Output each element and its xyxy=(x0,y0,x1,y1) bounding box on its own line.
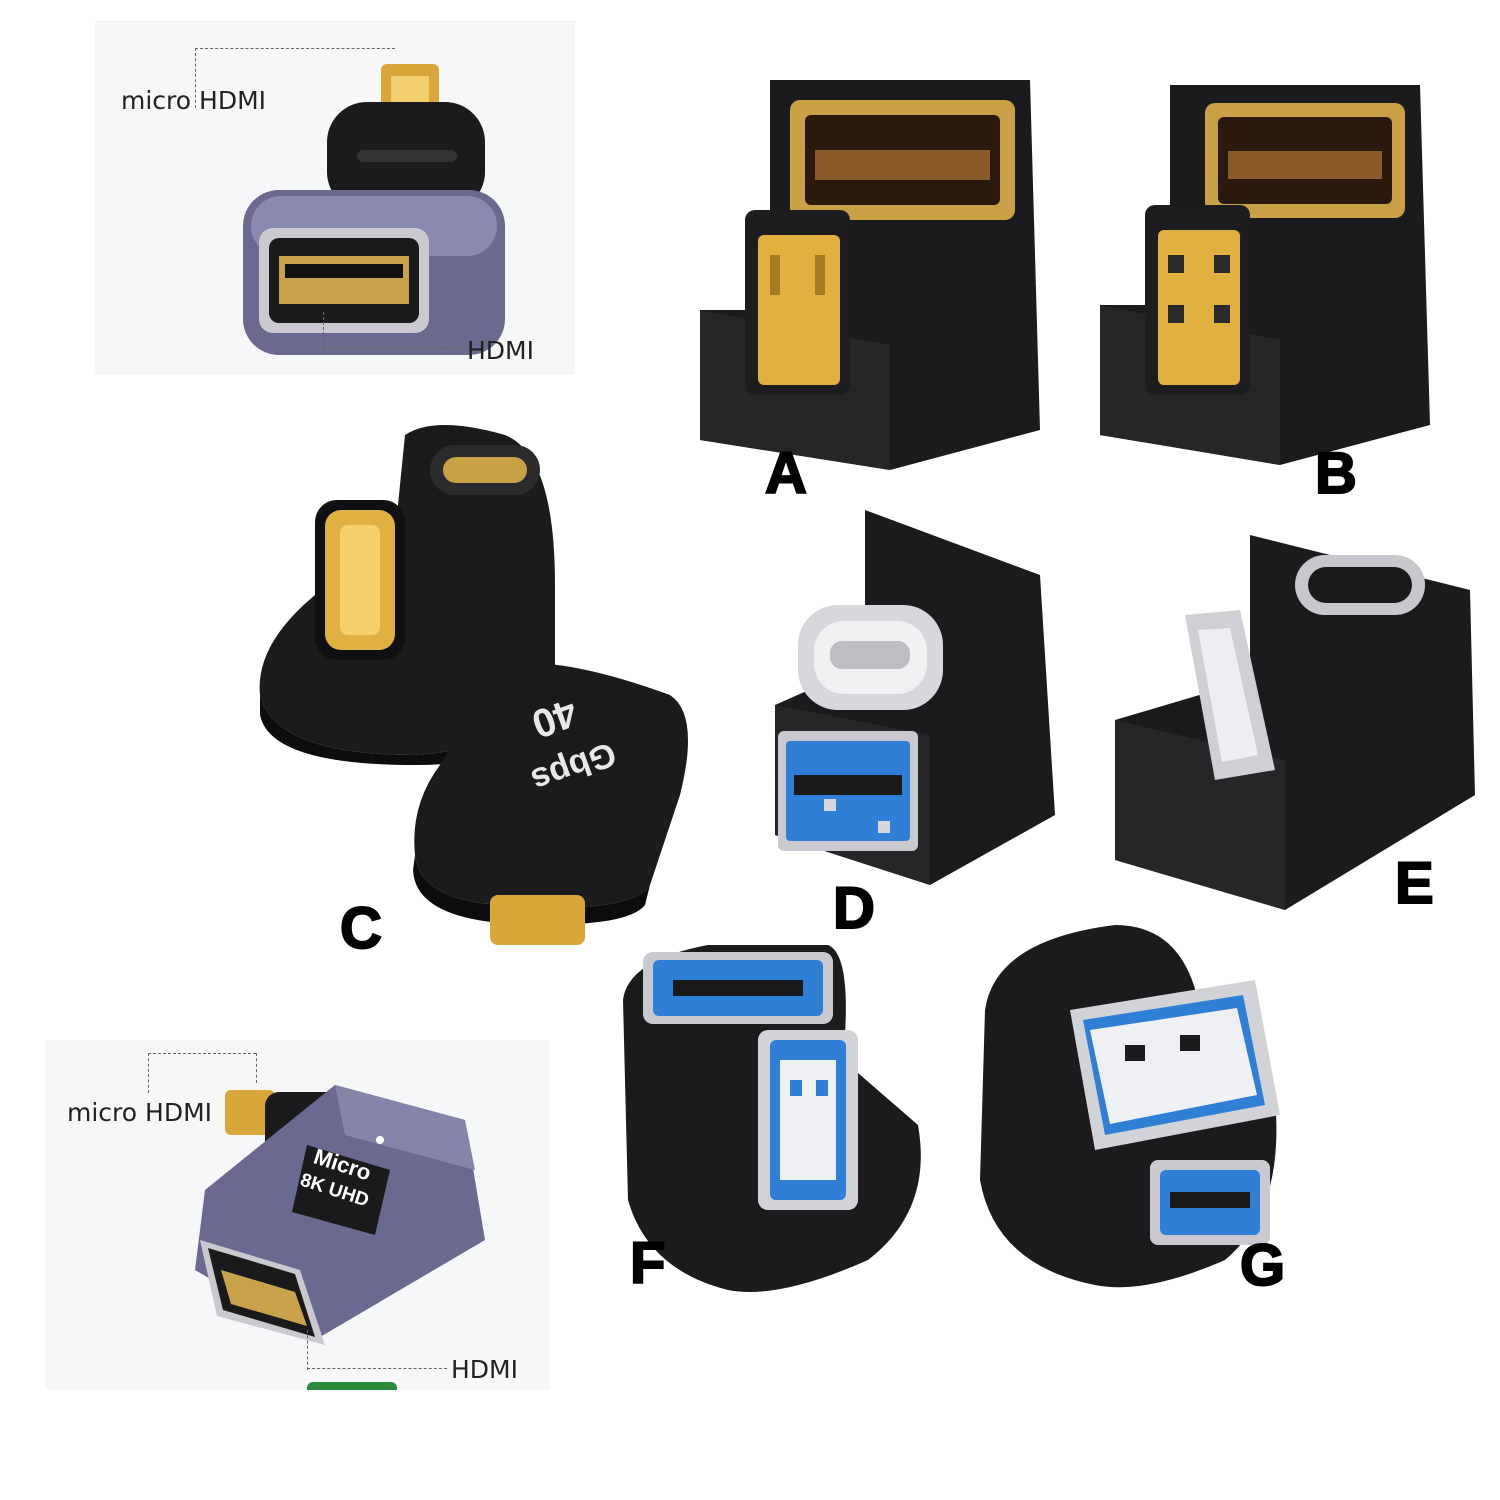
label-b: B xyxy=(1314,441,1358,506)
adapter-f-illustration xyxy=(623,945,921,1292)
adapter-g-illustration xyxy=(980,925,1280,1288)
label-d: D xyxy=(832,876,876,941)
callout-micro-hdmi-bottom: micro HDMI xyxy=(67,1098,213,1127)
adapter-micro-hdmi-top-illustration xyxy=(95,20,575,375)
adapter-c-bottom-view: 40 Gbps xyxy=(410,655,700,955)
adapter-a-illustration xyxy=(700,80,1040,470)
label-a: A xyxy=(764,441,808,506)
label-f: F xyxy=(629,1231,666,1296)
adapter-micro-hdmi-bottom: micro HDMI HDMI Micro 8K UHD xyxy=(45,1040,550,1390)
adapter-d-illustration xyxy=(775,510,1055,885)
green-accent-strip xyxy=(307,1382,397,1390)
adapter-d xyxy=(770,505,1060,890)
adapter-a xyxy=(690,70,1050,480)
label-g: G xyxy=(1239,1233,1286,1298)
adapter-micro-hdmi-top: micro HDMI HDMI xyxy=(95,20,575,375)
adapter-b xyxy=(1090,75,1435,475)
callout-hdmi-top: HDMI xyxy=(467,336,534,365)
adapter-c-top-view xyxy=(255,415,565,765)
adapter-c-bottom-view-illustration xyxy=(413,663,688,945)
adapter-e xyxy=(1110,530,1480,915)
label-c: C xyxy=(339,896,383,961)
callout-hdmi-bottom: HDMI xyxy=(451,1355,518,1384)
adapter-b-illustration xyxy=(1100,85,1430,465)
adapter-e-illustration xyxy=(1115,535,1475,910)
adapter-g xyxy=(975,920,1295,1295)
adapter-c-top-view-illustration xyxy=(259,425,555,765)
adapter-micro-hdmi-bottom-illustration xyxy=(45,1040,550,1390)
label-e: E xyxy=(1394,851,1435,916)
adapter-f xyxy=(618,940,933,1300)
callout-micro-hdmi-top: micro HDMI xyxy=(121,86,267,115)
